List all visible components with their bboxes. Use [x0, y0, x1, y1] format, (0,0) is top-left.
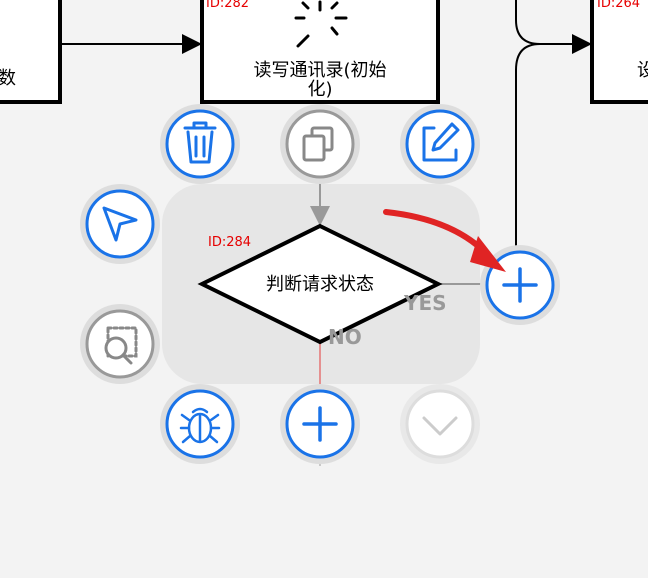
flow-node-left-text: 数: [0, 68, 16, 89]
flow-node-284[interactable]: ID:284 判断请求状态 YES NO: [197, 223, 447, 349]
add-below-button[interactable]: [280, 384, 360, 464]
collapse-button[interactable]: [400, 384, 480, 464]
node-282-text-line2: 化): [307, 79, 332, 100]
node-284-id-label: ID:284: [208, 235, 251, 250]
copy-icon: [302, 126, 334, 162]
node-284-no-label: NO: [328, 325, 362, 349]
flow-node-264[interactable]: ID:264 设: [590, 0, 648, 104]
chevron-down-icon: [422, 416, 458, 436]
node-284-text: 判断请求状态: [266, 274, 374, 295]
trash-icon: [183, 121, 217, 164]
node-264-text: 设: [637, 60, 648, 81]
edit-button[interactable]: [400, 104, 480, 184]
node-284-yes-label: YES: [403, 291, 447, 315]
node-264-id-label: ID:264: [597, 0, 640, 11]
debug-button[interactable]: [160, 384, 240, 464]
node-282-id-label: ID:282: [206, 0, 249, 11]
flow-node-282[interactable]: ID:282 读写通讯录(初始 化): [200, 0, 440, 104]
annotation-arrow: [383, 209, 506, 272]
send-button[interactable]: [80, 184, 160, 264]
plus-icon: [302, 406, 338, 442]
loading-spinner-icon: [294, 0, 348, 48]
plus-icon: [502, 267, 538, 303]
edit-icon: [422, 122, 460, 162]
flow-node-left[interactable]: 数: [0, 0, 62, 104]
node-282-text-line1: 读写通讯录(初始: [253, 60, 386, 81]
zoom-select-button[interactable]: [80, 304, 160, 384]
bug-icon: [179, 407, 221, 444]
copy-button[interactable]: [280, 104, 360, 184]
send-icon: [102, 206, 138, 242]
delete-button[interactable]: [160, 104, 240, 184]
zoom-select-icon: [104, 326, 138, 365]
connector-284-yes-up: [515, 43, 541, 250]
connector-merge-to-264: [515, 0, 592, 54]
